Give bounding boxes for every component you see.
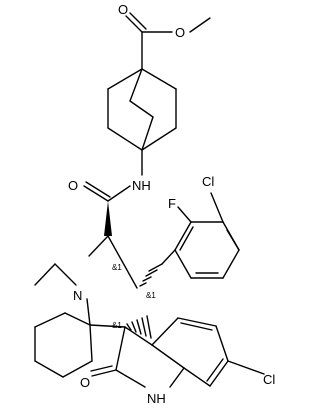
aryl-ring-bonds (161, 192, 240, 279)
stereo-label-c3: &1 (146, 291, 156, 300)
atom-ester-carbonyl-oxygen: O (118, 2, 128, 17)
stereo-label-c2: &1 (112, 263, 122, 272)
hashed-bonds (126, 263, 163, 339)
atom-lactam-oxygen: O (80, 375, 90, 390)
atom-aryl-chlorine: Cl (202, 174, 214, 189)
bicyclooctane-bonds (107, 68, 177, 176)
molecule-structure: O O NH Cl F O N O NH Cl &1 &1 &1 (34, 2, 275, 406)
oxindole-bonds (90, 317, 265, 388)
pyrrolidine-bonds (34, 201, 138, 328)
atom-indoline-chlorine: Cl (263, 372, 275, 387)
stereo-label-spiro: &1 (112, 321, 122, 330)
atom-amide-oxygen: O (68, 178, 78, 193)
atom-ester-oxygen: O (175, 25, 185, 40)
atom-lactam-nh: NH (147, 391, 166, 406)
atom-aryl-fluorine: F (168, 196, 176, 211)
atom-amide-nh: NH (132, 178, 151, 193)
cyclohexane-bonds (34, 312, 93, 378)
wedge-bond (104, 201, 112, 236)
atom-pyrrolidine-nitrogen: N (73, 288, 82, 303)
ester-bonds (125, 12, 211, 70)
amide-bonds (83, 181, 131, 202)
